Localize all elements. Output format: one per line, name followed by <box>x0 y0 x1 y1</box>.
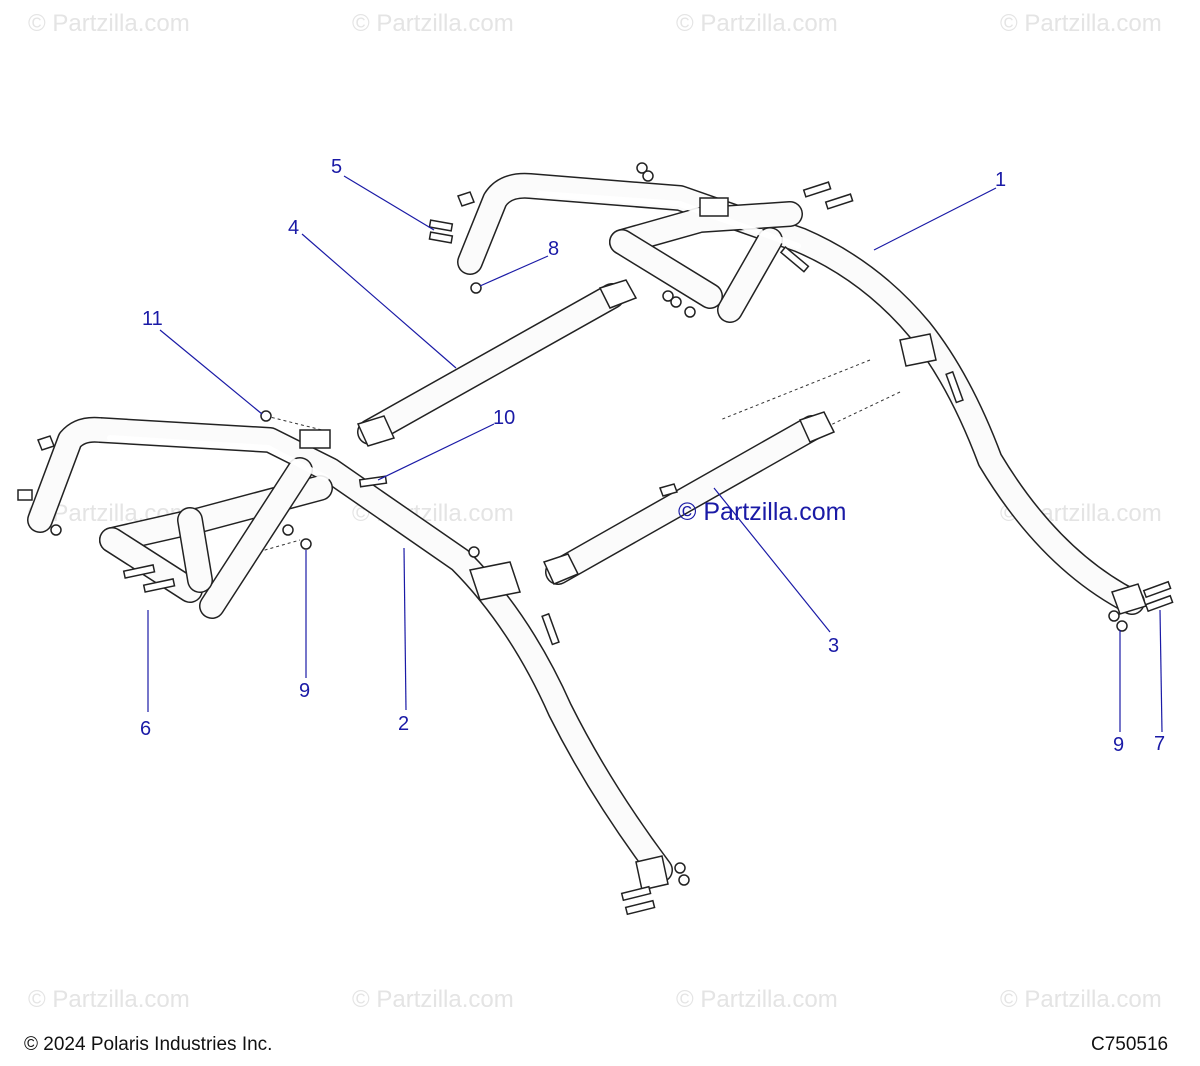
callout-10[interactable]: 10 <box>493 407 516 429</box>
callout-6[interactable]: 6 <box>140 718 152 740</box>
callout-9-right[interactable]: 9 <box>1113 734 1125 756</box>
crossbar-3 <box>542 411 836 585</box>
watermark: © Partzilla.com <box>352 10 514 37</box>
watermark: © Partzilla.com <box>1000 10 1162 37</box>
watermark: © Partzilla.com <box>28 986 190 1013</box>
watermark: © Partzilla.com <box>676 10 838 37</box>
callout-3[interactable]: 3 <box>828 635 840 657</box>
callout-8[interactable]: 8 <box>548 238 560 260</box>
center-watermark: © Partzilla.com <box>678 498 847 526</box>
cage-section-2 <box>27 416 673 891</box>
callout-4[interactable]: 4 <box>288 217 300 239</box>
callout-11[interactable]: 11 <box>142 308 163 330</box>
callout-2[interactable]: 2 <box>398 713 410 735</box>
copyright-text: © 2024 Polaris Industries Inc. <box>24 1034 273 1055</box>
watermark: © Partzilla.com <box>28 10 190 37</box>
diagram-code: C750516 <box>1091 1034 1169 1055</box>
watermark: © Partzilla.com <box>352 986 514 1013</box>
callout-5[interactable]: 5 <box>331 156 343 178</box>
crossbar-4 <box>356 279 638 447</box>
watermark: © Partzilla.com <box>1000 986 1162 1013</box>
callout-1[interactable]: 1 <box>995 169 1007 191</box>
fasteners <box>17 162 1174 916</box>
cage-section-1 <box>457 172 1147 615</box>
callout-7[interactable]: 7 <box>1154 733 1166 755</box>
watermark: © Partzilla.com <box>676 986 838 1013</box>
leader-lines <box>147 175 1163 733</box>
callout-9-left[interactable]: 9 <box>299 680 311 702</box>
